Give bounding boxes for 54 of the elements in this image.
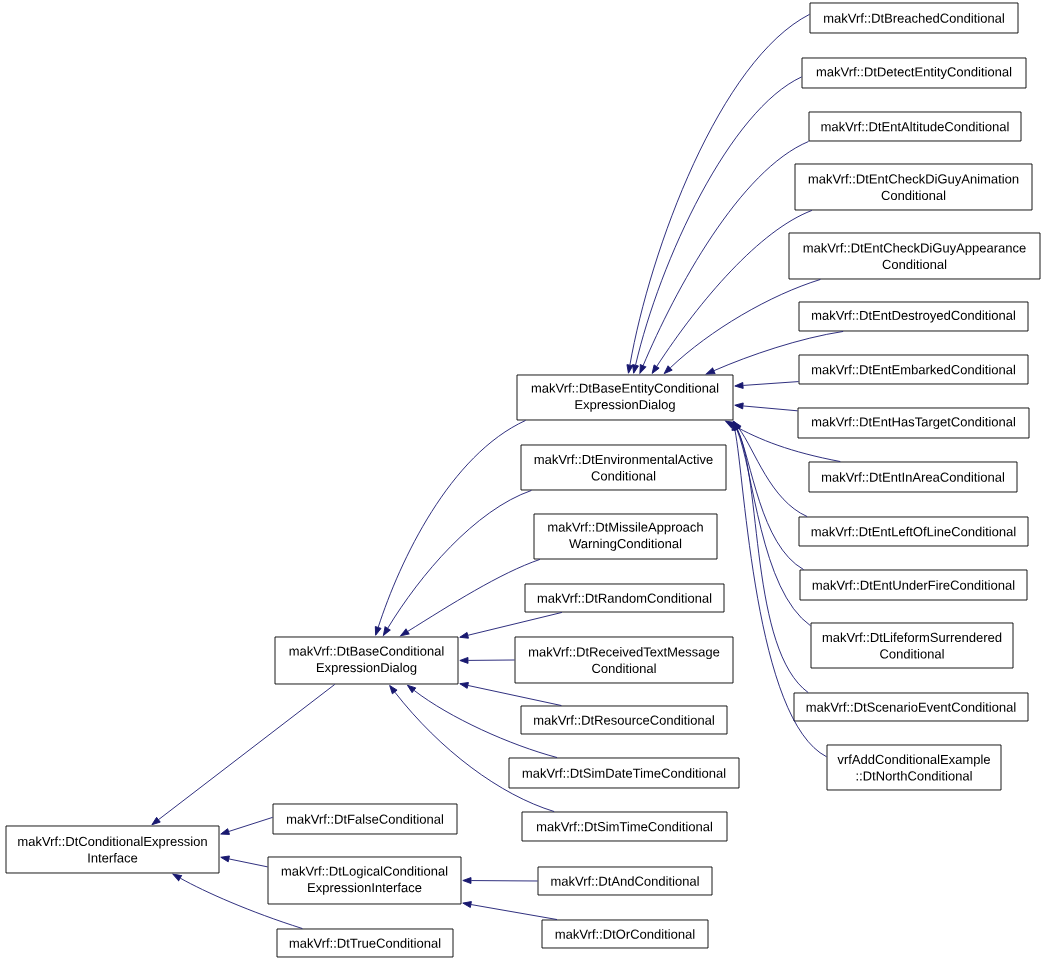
class-box: makVrf::DtOrConditional xyxy=(541,919,709,949)
inheritance-arrow xyxy=(389,685,555,812)
inheritance-arrow xyxy=(459,656,515,664)
class-box: makVrf::DtTrueConditional xyxy=(276,928,454,958)
inheritance-arrow xyxy=(407,684,558,758)
inheritance-arrow xyxy=(733,421,809,693)
inheritance-arrow xyxy=(220,816,273,835)
class-box: makVrf::DtEntHasTargetConditional xyxy=(797,407,1030,439)
class-box: makVrf::DtLifeformSurrendered Conditional xyxy=(810,622,1014,669)
class-box: makVrf::DtEntCheckDiGuyAnimation Conditional xyxy=(794,163,1033,211)
inheritance-arrow xyxy=(725,420,841,462)
inheritance-arrow xyxy=(651,210,813,374)
class-box: makVrf::DtResourceConditional xyxy=(520,705,728,735)
class-box: makVrf::DtSimDateTimeConditional xyxy=(508,757,740,789)
class-box: makVrf::DtFalseConditional xyxy=(272,803,458,835)
inheritance-arrow xyxy=(734,381,799,389)
inheritance-arrow xyxy=(382,490,532,636)
class-box: makVrf::DtDetectEntityConditional xyxy=(801,57,1027,89)
class-box: makVrf::DtBaseEntityConditional ExpressionDialog xyxy=(516,374,734,421)
class-box: makVrf::DtReceivedTextMessage Conditional xyxy=(514,636,734,684)
class-box: makVrf::DtEnvironmentalActive Conditional xyxy=(520,444,727,491)
inheritance-arrow xyxy=(462,901,558,920)
inheritance-arrow xyxy=(663,279,821,375)
class-box: makVrf::DtRandomConditional xyxy=(524,583,725,613)
inheritance-arrow xyxy=(400,559,541,637)
inheritance-arrow xyxy=(731,421,827,758)
inheritance-arrow xyxy=(705,331,844,375)
class-box: makVrf::DtMissileApproach WarningConditional xyxy=(533,513,718,560)
class-box: makVrf::DtAndConditional xyxy=(537,866,713,896)
class-box: makVrf::DtEntCheckDiGuyAppearance Conditional xyxy=(788,232,1041,280)
inheritance-arrow xyxy=(639,141,810,374)
inheritance-arrow xyxy=(626,13,810,374)
class-box: vrfAddConditionalExample ::DtNorthConditional xyxy=(826,744,1002,791)
class-box: makVrf::DtSimTimeConditional xyxy=(521,811,728,842)
class-box: makVrf::DtScenarioEventConditional xyxy=(793,692,1029,722)
inheritance-arrow xyxy=(734,402,798,412)
inheritance-arrow xyxy=(374,420,526,636)
class-box: makVrf::DtEntUnderFireConditional xyxy=(799,569,1028,601)
class-box: makVrf::DtLogicalConditional ExpressionInterface xyxy=(267,856,462,905)
class-box: makVrf::DtEntInAreaConditional xyxy=(808,461,1018,493)
inheritance-arrow xyxy=(220,855,268,868)
inheritance-arrow xyxy=(459,612,563,639)
inheritance-arrow xyxy=(462,877,538,884)
inheritance-arrow xyxy=(632,76,802,374)
inheritance-arrow xyxy=(459,682,562,706)
class-box: makVrf::DtConditionalExpression Interface xyxy=(5,825,220,874)
inheritance-arrow xyxy=(151,684,336,826)
class-box: makVrf::DtEntLeftOfLineConditional xyxy=(798,516,1029,547)
class-box: makVrf::DtBaseConditional ExpressionDialog xyxy=(274,636,459,685)
inheritance-arrow xyxy=(172,873,303,929)
class-box: makVrf::DtEntAltitudeConditional xyxy=(808,111,1022,142)
class-box: makVrf::DtEntDestroyedConditional xyxy=(798,301,1029,332)
class-box: makVrf::DtBreachedConditional xyxy=(809,2,1019,34)
class-box: makVrf::DtEntEmbarkedConditional xyxy=(798,354,1029,385)
